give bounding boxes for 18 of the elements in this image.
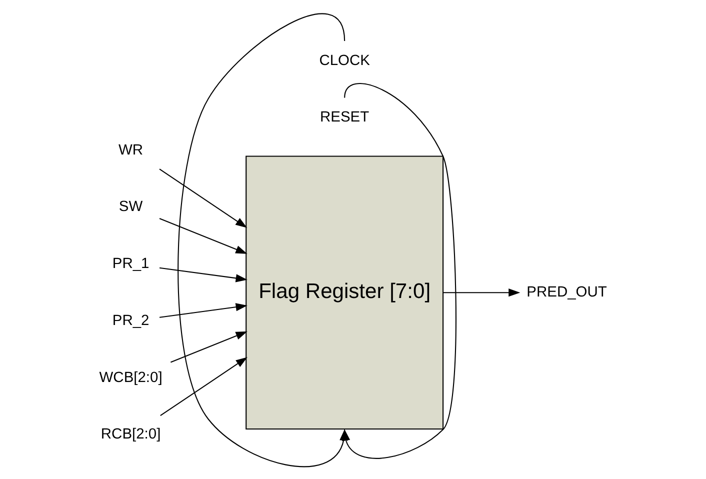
arrow bbox=[170, 330, 248, 362]
node-text: PR_1 bbox=[112, 256, 150, 272]
arrow bbox=[160, 356, 248, 416]
node-box: Flag Register [7:0] bbox=[246, 155, 444, 430]
node-text: PRED_OUT bbox=[526, 284, 607, 300]
arrow bbox=[159, 302, 248, 318]
arrow bbox=[342, 82, 456, 458]
node-text: WR bbox=[118, 142, 144, 158]
arrow bbox=[159, 266, 248, 282]
node-text: PR_2 bbox=[112, 312, 150, 328]
arrow bbox=[159, 217, 248, 254]
node-text: RCB[2:0] bbox=[100, 426, 161, 442]
arrow bbox=[159, 168, 248, 228]
node-text: RESET bbox=[320, 109, 370, 126]
node-text: WCB[2:0] bbox=[99, 369, 162, 386]
node-text: SW bbox=[118, 198, 143, 215]
node-text: CLOCK bbox=[319, 52, 370, 68]
arrow bbox=[443, 288, 520, 296]
